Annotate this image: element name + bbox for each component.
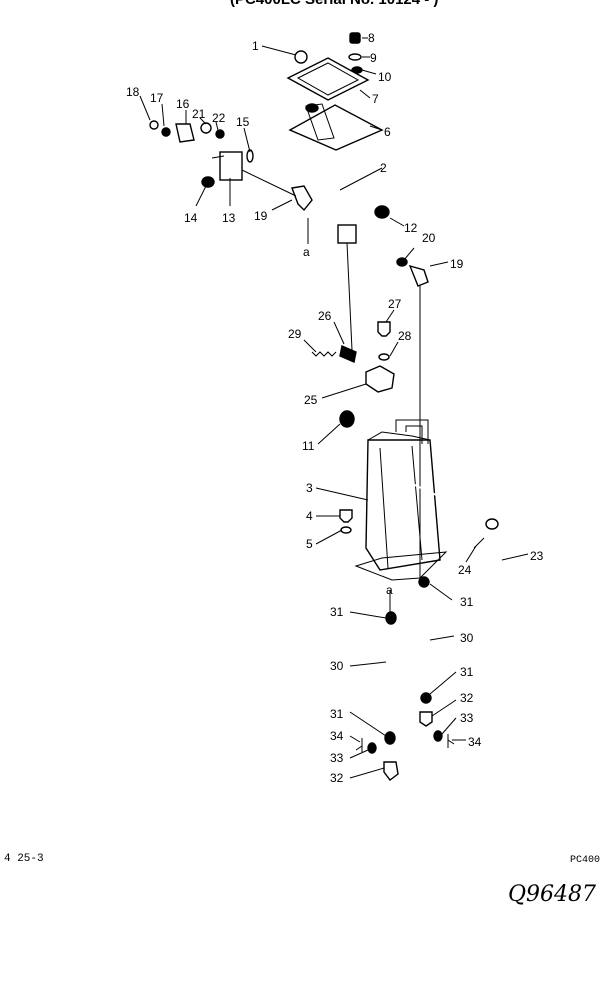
callout-24: 24 (458, 563, 472, 577)
callout-34-right: 34 (468, 735, 482, 749)
part-fitting-12 (374, 205, 390, 219)
part-cotter-34b (355, 738, 363, 752)
callout-2: 2 (380, 161, 387, 175)
part-nut-31d (384, 731, 396, 745)
callout-30-left: 30 (330, 659, 344, 673)
part-box-handle (395, 419, 429, 444)
part-spring-29 (311, 351, 337, 357)
part-nut-31a (418, 576, 430, 588)
callout-33-right: 33 (460, 711, 474, 725)
callout-31-a: 31 (460, 595, 474, 609)
part-knob (294, 50, 308, 64)
callout-15: 15 (236, 115, 250, 129)
part-washer-9 (348, 53, 362, 61)
callout-28: 28 (398, 329, 412, 343)
part-pin-33b (367, 742, 377, 754)
callout-a-lower: a (386, 583, 393, 597)
callout-32-right: 32 (460, 691, 474, 705)
part-nut-11 (339, 410, 355, 428)
part-cap-16 (175, 123, 195, 143)
part-washer-28 (378, 353, 390, 361)
part-lever-base (337, 224, 357, 244)
callout-32-left: 32 (330, 771, 344, 785)
callout-13: 13 (222, 211, 236, 225)
part-pin-26 (339, 345, 357, 363)
part-nut-20 (396, 257, 408, 267)
handwritten-id: Q96487 (508, 882, 597, 907)
part-clevis-32a (419, 711, 433, 727)
callout-18: 18 (126, 85, 140, 99)
part-seal-17 (161, 127, 171, 137)
callout-31-d: 31 (330, 707, 344, 721)
callout-a-upper: a (303, 245, 310, 259)
callout-25: 25 (304, 393, 318, 407)
part-washer-21 (200, 122, 212, 134)
callout-10: 10 (378, 70, 392, 84)
callout-4: 4 (306, 509, 313, 523)
part-clevis-32b (383, 761, 399, 781)
part-cover-plate (286, 57, 370, 101)
callout-34-left: 34 (330, 729, 344, 743)
part-washer-5 (340, 526, 352, 534)
callout-3: 3 (306, 481, 313, 495)
part-bolt-27 (377, 321, 391, 337)
callout-6: 6 (384, 125, 391, 139)
page-reference: 4 25-3 (4, 853, 44, 865)
callout-7: 7 (372, 92, 379, 106)
part-elbow-19b (408, 264, 429, 287)
callout-21: 21 (192, 107, 206, 121)
leader-lines (139, 37, 529, 779)
callout-11: 11 (302, 439, 315, 453)
part-joint-23 (485, 518, 499, 530)
callout-23: 23 (530, 549, 544, 563)
part-bolt-14 (201, 176, 215, 188)
callout-33-left: 33 (330, 751, 344, 765)
callout-12: 12 (404, 221, 418, 235)
part-nut-22 (215, 129, 225, 139)
part-pin-33a (433, 730, 443, 742)
part-bracket (219, 151, 243, 181)
callout-20: 20 (422, 231, 436, 245)
part-bolt-8 (349, 32, 361, 44)
serial-text: (PC400LC Serial No. 10124 - ) (230, 0, 438, 8)
model-code: PC400 (570, 855, 601, 866)
part-screw-4 (339, 509, 353, 523)
callout-31-b: 31 (330, 605, 344, 619)
part-nut-31b (385, 611, 397, 625)
part-boot (288, 104, 384, 151)
callout-1: 1 (252, 39, 259, 53)
callout-17: 17 (150, 91, 164, 105)
callout-14: 14 (184, 211, 198, 225)
part-control-box (365, 439, 441, 571)
callout-30-right: 30 (460, 631, 474, 645)
callout-26: 26 (318, 309, 332, 323)
callout-19-right: 19 (450, 257, 464, 271)
callout-19-left: 19 (254, 209, 268, 223)
callout-labels: 1 8 9 10 7 6 2 12 20 19 19 a 14 13 15 16… (126, 31, 544, 785)
callout-27: 27 (388, 297, 402, 311)
callout-29: 29 (288, 327, 302, 341)
part-block-25 (365, 365, 395, 393)
part-nut-31c (420, 692, 432, 704)
callout-5: 5 (306, 537, 313, 551)
callout-8: 8 (368, 31, 375, 45)
part-cotter-34a (447, 734, 455, 748)
part-ring-18 (149, 120, 159, 130)
callout-9: 9 (370, 51, 377, 65)
header-serial: (PC400LC Serial No. 10124 - ) (0, 0, 616, 10)
callout-16: 16 (176, 97, 190, 111)
callout-31-c: 31 (460, 665, 474, 679)
part-elbow-19a (291, 185, 313, 212)
callout-22: 22 (212, 111, 226, 125)
